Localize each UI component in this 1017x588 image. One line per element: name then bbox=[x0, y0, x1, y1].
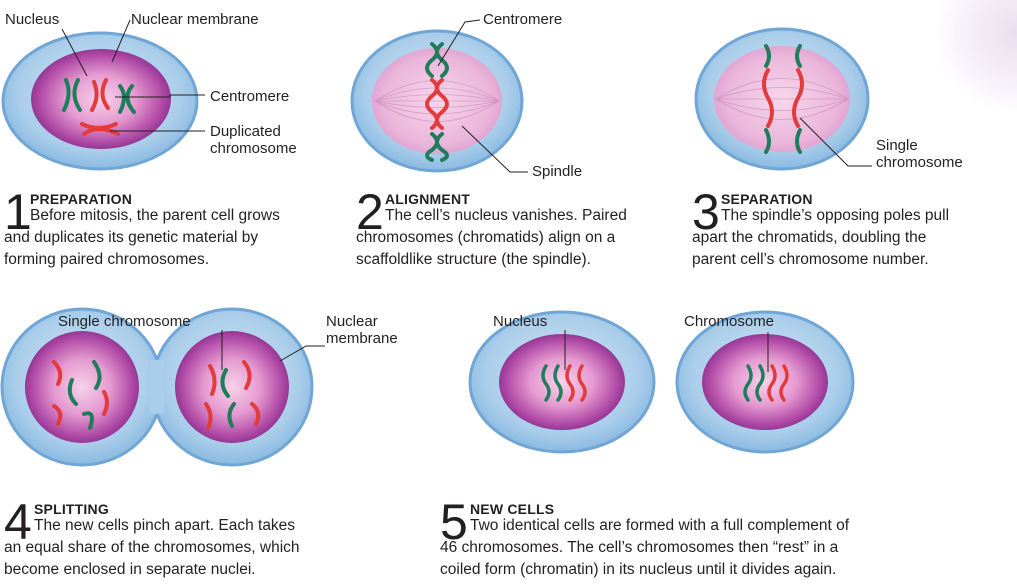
cell-alignment bbox=[352, 20, 528, 172]
step-text: The spindle’s opposing poles pull apart … bbox=[692, 205, 949, 271]
step-alignment: 2 ALIGNMENT The cell’s nucleus vanishes.… bbox=[356, 190, 686, 278]
cell-splitting bbox=[2, 309, 325, 465]
step-separation: 3 SEPARATION The spindle’s opposing pole… bbox=[692, 190, 1012, 278]
cell-5-left-nucleus bbox=[499, 334, 625, 430]
cell-4-left-nucleus bbox=[25, 331, 139, 443]
step-new-cells: 5 NEW CELLS Two identical cells are form… bbox=[440, 500, 1010, 585]
cell-separation bbox=[696, 29, 872, 169]
label-single-chromosome: Single chromosome bbox=[876, 137, 963, 171]
step-text: The cell’s nucleus vanishes. Paired chro… bbox=[356, 205, 627, 271]
step-text: Two identical cells are formed with a fu… bbox=[440, 515, 849, 581]
step-preparation: 1 PREPARATION Before mitosis, the parent… bbox=[4, 190, 334, 278]
label-chromosome: Chromosome bbox=[684, 313, 774, 330]
label-spindle: Spindle bbox=[532, 163, 582, 180]
cell-new-cells bbox=[470, 312, 853, 452]
cell-1-nucleus bbox=[31, 49, 171, 149]
step-text: The new cells pinch apart. Each takes an… bbox=[4, 515, 300, 581]
step-text: Before mitosis, the parent cell grows an… bbox=[4, 205, 280, 271]
label-nucleus: Nucleus bbox=[5, 11, 59, 28]
label-nuclear-membrane-2: Nuclear membrane bbox=[326, 313, 398, 347]
label-centromere-2: Centromere bbox=[483, 11, 562, 28]
label-nuclear-membrane: Nuclear membrane bbox=[131, 11, 259, 28]
step-splitting: 4 SPLITTING The new cells pinch apart. E… bbox=[4, 500, 384, 585]
label-centromere: Centromere bbox=[210, 88, 289, 105]
label-duplicated-chromosome: Duplicated chromosome bbox=[210, 123, 297, 157]
label-nucleus-2: Nucleus bbox=[493, 313, 547, 330]
cell-preparation bbox=[3, 20, 205, 169]
cell-5-right-nucleus bbox=[702, 334, 828, 430]
label-single-chromosome-2: Single chromosome bbox=[58, 313, 191, 330]
